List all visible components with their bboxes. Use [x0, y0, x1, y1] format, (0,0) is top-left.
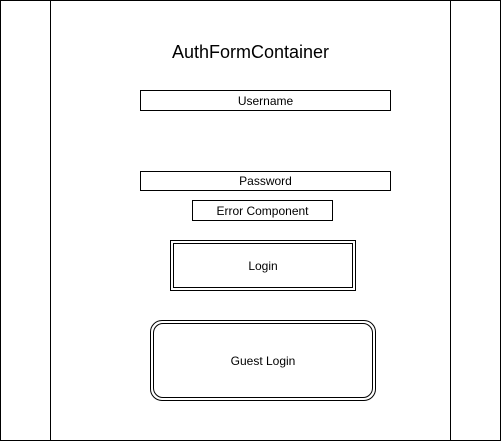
- guest-login-label: Guest Login: [230, 353, 296, 368]
- login-label: Login: [248, 258, 278, 273]
- login-button[interactable]: Login: [170, 240, 356, 291]
- password-label: Password: [239, 174, 292, 188]
- page-title: AuthFormContainer: [171, 42, 330, 62]
- username-field[interactable]: Username: [140, 90, 391, 111]
- error-component: Error Component: [192, 200, 333, 221]
- username-label: Username: [237, 93, 294, 108]
- error-label: Error Component: [216, 203, 309, 218]
- guest-login-button[interactable]: Guest Login: [150, 320, 376, 401]
- password-field[interactable]: Password: [140, 171, 391, 191]
